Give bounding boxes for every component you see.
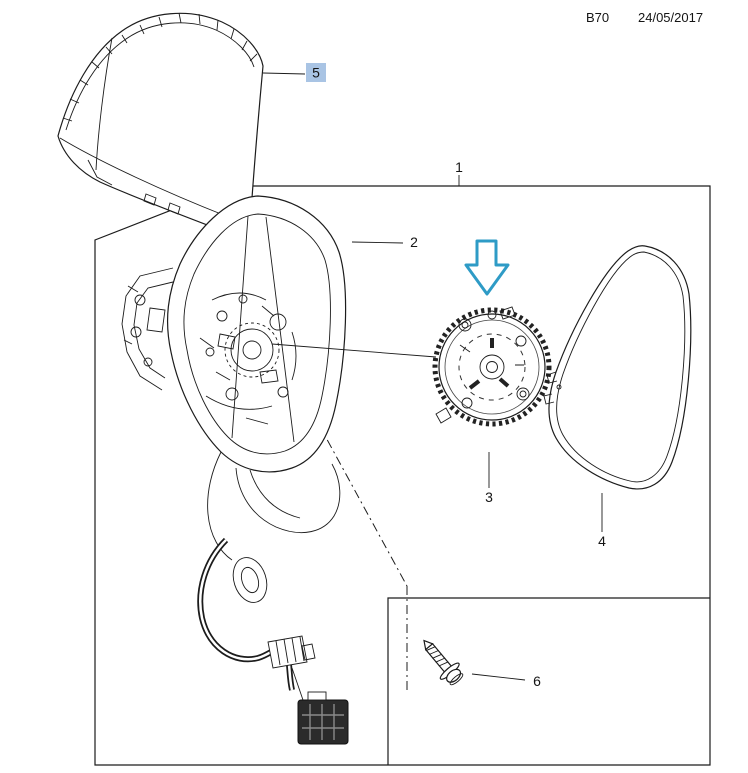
actuator-screw-boss bbox=[461, 397, 473, 409]
glass-clip-tabs bbox=[543, 371, 558, 405]
part-label-screw[interactable]: 6 bbox=[533, 673, 541, 689]
screw-drawing bbox=[423, 639, 464, 686]
screw-head-end bbox=[449, 673, 464, 686]
mechanism-hole bbox=[225, 387, 239, 401]
cover-rim-hatching bbox=[62, 12, 258, 122]
grommet-inner bbox=[240, 566, 260, 594]
grommet-outer bbox=[232, 557, 268, 603]
page-code: B70 bbox=[586, 10, 609, 25]
actuator-screw-boss bbox=[516, 387, 530, 401]
main-connector-block bbox=[297, 699, 349, 745]
cover-outline bbox=[57, 12, 264, 242]
cover-rim-line bbox=[65, 22, 255, 131]
screw-threads bbox=[425, 646, 449, 667]
mirror-actuator-drawing bbox=[432, 306, 552, 427]
mechanism-detail-lines bbox=[123, 215, 297, 443]
folding-bracket bbox=[121, 267, 174, 391]
mechanism-hole bbox=[205, 347, 215, 357]
main-connector-latch bbox=[307, 691, 327, 701]
housing-base-cover bbox=[207, 451, 341, 561]
part-label-housing[interactable]: 2 bbox=[410, 234, 418, 250]
actuator-position-leader bbox=[271, 343, 437, 358]
part-label-actuator[interactable]: 3 bbox=[485, 489, 493, 505]
inline-connector bbox=[267, 635, 308, 669]
mirror-glass-drawing bbox=[543, 245, 692, 490]
actuator-tabs bbox=[435, 306, 524, 424]
glass-outline bbox=[548, 245, 692, 490]
leader-housing bbox=[351, 241, 404, 244]
actuator-inner-rim bbox=[444, 319, 540, 415]
actuator-center-pin bbox=[486, 361, 498, 373]
motor-mount-hub bbox=[242, 340, 262, 360]
mirror-cover-drawing bbox=[57, 12, 264, 242]
actuator-screw-boss bbox=[487, 310, 497, 320]
mirror-housing-drawing bbox=[121, 195, 349, 745]
bracket-hole bbox=[143, 357, 153, 367]
main-connector-pin-grid bbox=[302, 704, 344, 740]
housing-outer-frame bbox=[166, 195, 347, 473]
axis-lines bbox=[299, 389, 408, 694]
actuator-screw-boss bbox=[458, 318, 472, 332]
actuator-contact-slots bbox=[468, 338, 510, 390]
part-label-assembly[interactable]: 1 bbox=[455, 159, 463, 175]
mechanism-hole bbox=[216, 310, 228, 322]
leader-cover bbox=[262, 72, 306, 75]
cable-grommet bbox=[232, 557, 268, 603]
glass-bevel-line bbox=[556, 251, 686, 483]
housing-inner-frame bbox=[183, 213, 331, 455]
bracket-hole bbox=[134, 294, 146, 306]
callouts: 1 2 3 4 5 6 bbox=[262, 63, 606, 689]
actuator-screw-boss bbox=[515, 335, 527, 347]
actuator-teeth-ring bbox=[432, 307, 552, 427]
leader-screw bbox=[471, 673, 526, 681]
screw-sub-box bbox=[387, 597, 710, 765]
assembly-box bbox=[94, 185, 711, 766]
glass-clip-hole bbox=[556, 384, 562, 390]
motor-mount-ring bbox=[230, 328, 274, 372]
actuator-screw-hole bbox=[461, 321, 469, 329]
page-date: 24/05/2017 bbox=[638, 10, 703, 25]
actuator-body bbox=[438, 313, 546, 421]
bracket-hole bbox=[130, 326, 142, 338]
part-label-cover[interactable]: 5 bbox=[312, 65, 320, 81]
actuator-center-hole bbox=[479, 354, 505, 380]
actuator-screw-hole bbox=[519, 390, 527, 398]
assembly-box-outline bbox=[94, 185, 711, 766]
part-label-glass[interactable]: 4 bbox=[598, 533, 606, 549]
mechanism-hole bbox=[238, 294, 248, 304]
down-arrow-icon bbox=[464, 239, 510, 296]
inline-connector-pins bbox=[275, 636, 316, 666]
motor-mount-teeth bbox=[224, 322, 280, 378]
part-label-cover-highlight bbox=[306, 63, 326, 82]
cover-inner-details bbox=[59, 37, 249, 239]
screw-head bbox=[446, 668, 462, 683]
actuator-dashed-circle bbox=[458, 333, 526, 401]
connector-link-wire bbox=[291, 667, 304, 701]
